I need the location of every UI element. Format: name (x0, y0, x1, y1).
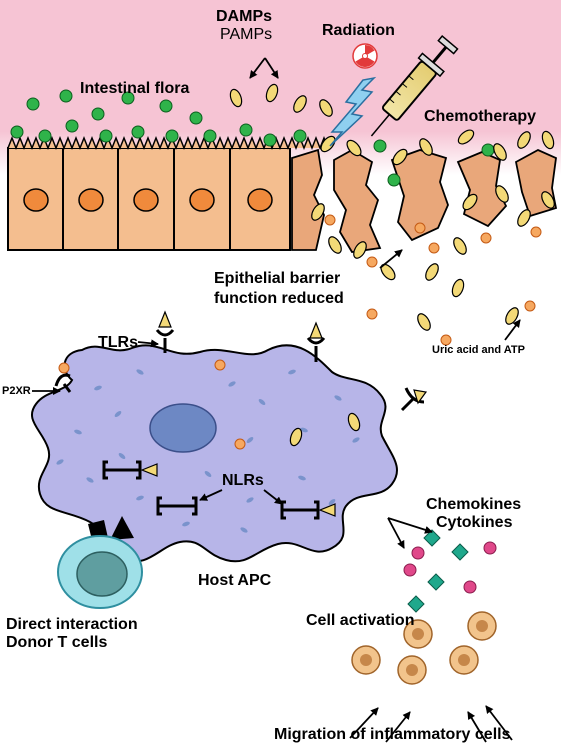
nlr-ligands (140, 463, 336, 517)
lightning-bolt-icon (329, 76, 377, 147)
label-cell-activation: Cell activation (306, 612, 415, 629)
label-p2xr: P2XR (2, 385, 31, 397)
label-radiation: Radiation (322, 22, 395, 39)
mhc-contact (88, 516, 134, 540)
label-host-apc: Host APC (198, 572, 272, 589)
host-apc-cell (30, 344, 398, 563)
label-function-reduced: function reduced (214, 290, 344, 307)
cytokines (403, 541, 497, 594)
apc-vesicles (56, 369, 360, 533)
label-cytokines: Cytokines (436, 514, 513, 531)
annotation-arrows (32, 57, 521, 743)
label-pamps: PAMPs (220, 26, 273, 43)
intact-epithelium (7, 135, 329, 251)
label-chemokines: Chemokines (426, 496, 522, 513)
label-damps: DAMPs (216, 8, 273, 25)
damaged-epithelium (291, 148, 558, 253)
nlr-receptors (102, 460, 320, 520)
p2xr-receptor (54, 362, 72, 393)
label-epithelial-barrier: Epithelial barrier (214, 270, 341, 287)
syringe-icon (370, 35, 459, 137)
label-chemotherapy: Chemotherapy (424, 108, 537, 125)
apc-nucleus (149, 403, 217, 453)
internalized-pamps (289, 412, 361, 447)
donor-t-cell (57, 535, 143, 609)
label-donor-t-cells: Donor T cells (6, 634, 108, 651)
tlr-receptors (155, 329, 425, 412)
pamp-particles (229, 83, 555, 331)
chemokines (407, 529, 469, 613)
label-migration: Migration of inflammatory cells (274, 726, 511, 743)
inflammatory-cells (351, 611, 497, 685)
radiation-icon (352, 43, 378, 69)
label-nlrs: NLRs (222, 472, 264, 489)
label-tlrs: TLRs (98, 334, 138, 351)
label-direct-interaction: Direct interaction (6, 616, 138, 633)
uric-acid-atp-particles (324, 214, 542, 346)
label-intestinal-flora: Intestinal flora (80, 80, 190, 97)
internalized-damps (214, 359, 246, 450)
label-uric-acid-atp: Uric acid and ATP (432, 344, 525, 356)
tlr-ligands (158, 310, 428, 405)
